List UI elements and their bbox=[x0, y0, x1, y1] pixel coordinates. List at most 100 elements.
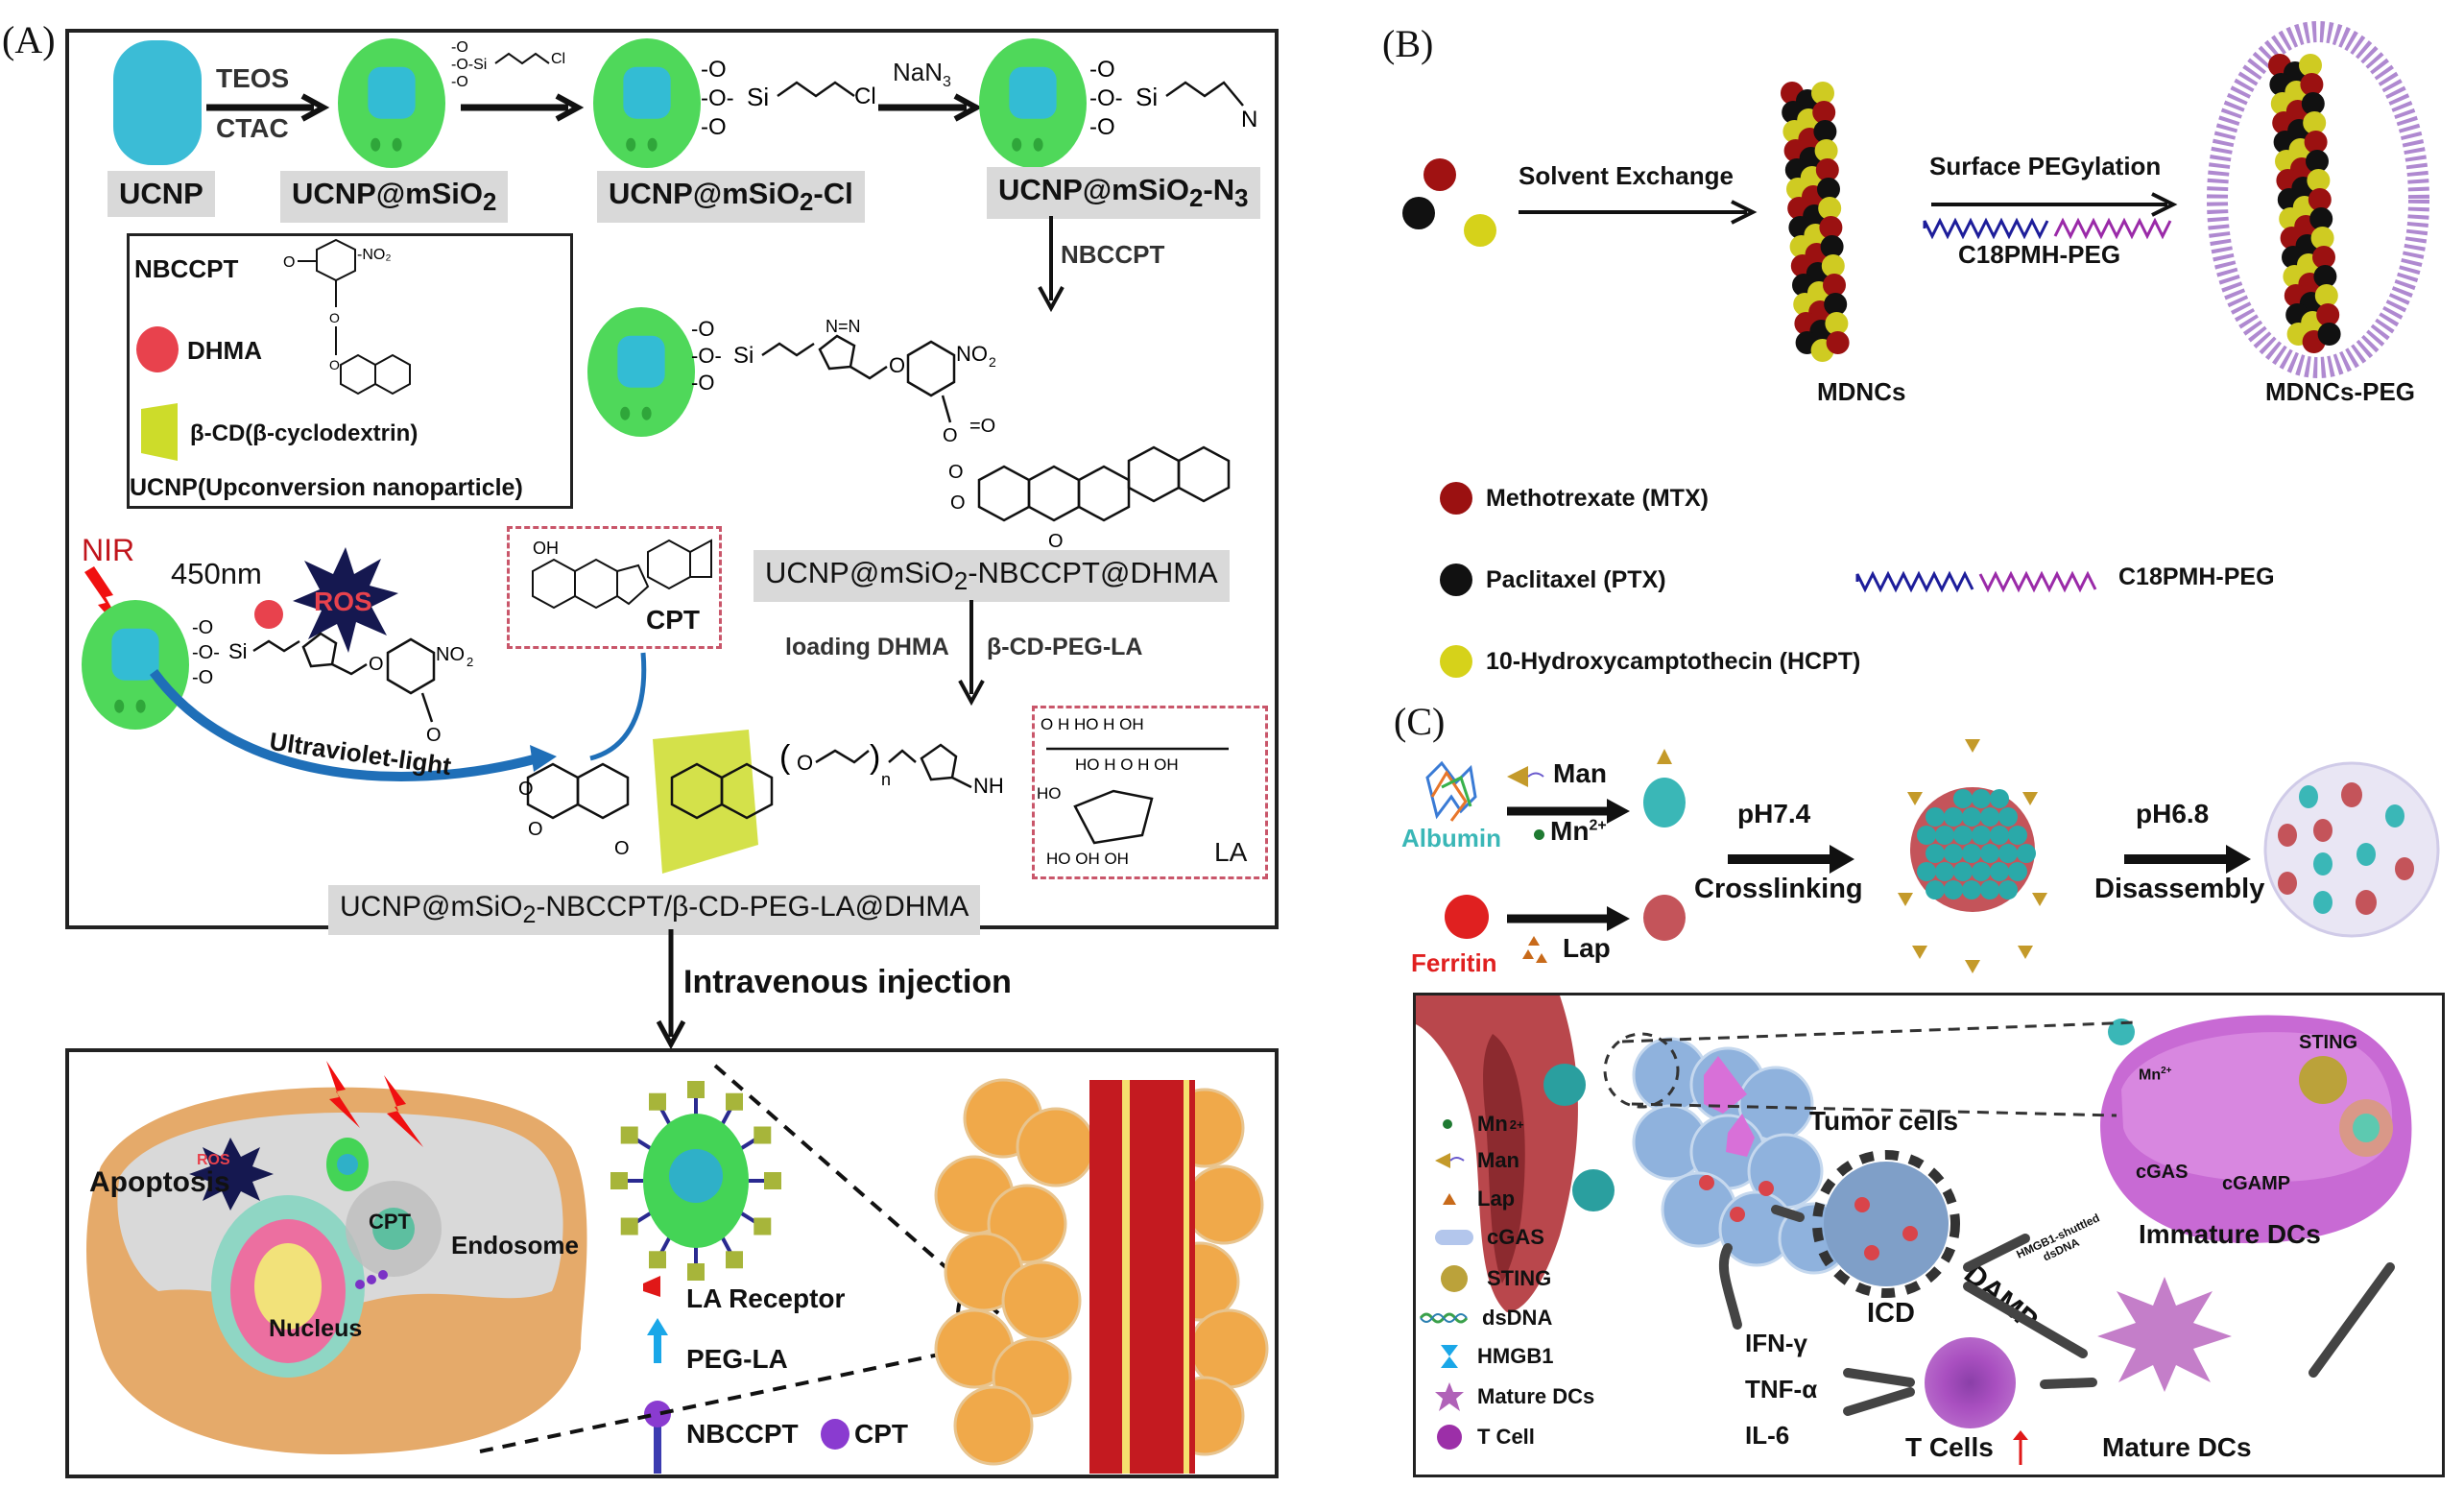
arrow-ferritin bbox=[1507, 906, 1630, 931]
mechanism-structure: -O -O- -O Si O NO 2 O bbox=[192, 617, 473, 746]
tumor-cluster bbox=[1632, 1037, 1851, 1275]
ucnp-msio2-cl-particle bbox=[593, 38, 701, 168]
t-cells-label: T Cells bbox=[1905, 1432, 1994, 1462]
ucnp-tag: UCNP bbox=[108, 171, 215, 217]
svg-text:Si: Si bbox=[747, 83, 769, 111]
lap-drug-icon bbox=[1522, 936, 1547, 963]
panel-a-legend-box bbox=[127, 233, 573, 509]
cell-illustration bbox=[86, 1061, 587, 1454]
ucnp-msio2-particle bbox=[338, 38, 445, 168]
nbccpt-legend-label: NBCCPT bbox=[686, 1419, 799, 1449]
svg-text:O: O bbox=[948, 462, 964, 483]
immature-dc-cell bbox=[2100, 1015, 2412, 1243]
legend-ucnp-label: UCNP(Upconversion nanoparticle) bbox=[130, 474, 523, 501]
cell-ros-label: ROS bbox=[197, 1152, 230, 1168]
svg-text:O: O bbox=[329, 357, 340, 372]
mn-scene-label: Mn2+ bbox=[2139, 1066, 2172, 1084]
arrow-step5 bbox=[958, 600, 985, 707]
silane-cl-structure: -O -O- -O Si Cl bbox=[701, 57, 876, 140]
la-structure-box bbox=[1032, 706, 1268, 879]
crosslinked-nanoparticle bbox=[1898, 739, 2047, 973]
c18pmh-peg-step-label: C18PMH-PEG bbox=[1958, 240, 2121, 269]
svg-text:-O: -O bbox=[701, 114, 727, 140]
svg-text:-O: -O bbox=[691, 317, 714, 341]
legend-hmgb1: HMGB1 bbox=[1435, 1344, 1553, 1369]
ucnp-nbccpt-particle bbox=[587, 307, 695, 437]
legend-dsdna: dsDNA bbox=[1419, 1306, 1552, 1331]
man-label: Man bbox=[1553, 758, 1607, 788]
svg-text:O: O bbox=[614, 838, 630, 859]
svg-text:NO: NO bbox=[436, 644, 465, 665]
injection-arrow bbox=[656, 929, 686, 1050]
endosome-label: Endosome bbox=[451, 1231, 579, 1259]
svg-text:-O: -O bbox=[1089, 57, 1115, 83]
svg-text:O: O bbox=[518, 779, 534, 800]
icd-cell bbox=[1812, 1150, 1960, 1298]
svg-text:-O: -O bbox=[451, 39, 468, 56]
product2-tag: UCNP@mSiO2-NBCCPT/β-CD-PEG-LA@DHMA bbox=[328, 885, 981, 935]
svg-text:NO: NO bbox=[956, 342, 988, 366]
cell-legend-icons bbox=[643, 1276, 671, 1474]
svg-text:HO: HO bbox=[1037, 784, 1062, 803]
arrow-step1 bbox=[206, 93, 330, 122]
svg-text:O: O bbox=[283, 254, 295, 271]
arrow-step2 bbox=[461, 93, 585, 122]
svg-text:-O-: -O- bbox=[1089, 85, 1123, 111]
blood-vessel bbox=[1416, 995, 1578, 1312]
svg-text:-O: -O bbox=[192, 617, 213, 638]
panel-c-label: (C) bbox=[1394, 700, 1446, 743]
chloropropyl-silane-structure: -O -O-Si -O Cl bbox=[451, 39, 565, 90]
svg-text:O: O bbox=[943, 425, 958, 446]
svg-text:2: 2 bbox=[466, 655, 473, 669]
svg-text:NH: NH bbox=[973, 774, 1004, 798]
product1-tag: UCNP@mSiO2-NBCCPT@DHMA bbox=[754, 550, 1230, 603]
uv-light-arrow bbox=[149, 669, 557, 781]
svg-text:Si: Si bbox=[1136, 83, 1158, 111]
cpt-release-arrow bbox=[589, 652, 647, 761]
ucnp-core bbox=[113, 40, 202, 165]
svg-text:ROS: ROS bbox=[314, 587, 372, 616]
loading-dhma-label: loading DHMA bbox=[785, 634, 949, 660]
wavelength-label: 450nm bbox=[171, 557, 262, 590]
svg-text:-O-: -O- bbox=[691, 344, 722, 368]
svg-text:-O: -O bbox=[1089, 114, 1115, 140]
cpt-structure: OH bbox=[532, 539, 712, 610]
arrow-pegylation bbox=[1931, 192, 2178, 217]
svg-text:-O-: -O- bbox=[192, 642, 220, 663]
arrow-albumin bbox=[1507, 799, 1630, 824]
legend-beta-cd-label: β-CD(β-cyclodextrin) bbox=[190, 420, 419, 446]
svg-text:): ) bbox=[870, 739, 880, 776]
mdncs-peg-particle bbox=[2207, 21, 2429, 378]
arrow-crosslinking bbox=[1728, 845, 1854, 874]
svg-text:(: ( bbox=[779, 739, 791, 776]
product2-structure: O O O ( O ) n NH bbox=[518, 730, 1004, 874]
svg-text:Si: Si bbox=[733, 343, 754, 369]
svg-text:-NO₂: -NO₂ bbox=[357, 247, 392, 263]
la-box-label: LA bbox=[1214, 837, 1248, 867]
svg-text:n: n bbox=[881, 770, 891, 789]
arrow-step4 bbox=[1038, 216, 1065, 313]
arrow-disassembly bbox=[2124, 845, 2251, 874]
man-ligand-icon bbox=[1507, 766, 1544, 787]
legend-hcpt: 10-Hydroxycamptothecin (HCPT) bbox=[1440, 645, 1860, 678]
svg-text:Si: Si bbox=[228, 639, 248, 663]
t-cells-increase-arrow bbox=[2013, 1430, 2028, 1465]
svg-text:-O: -O bbox=[691, 371, 714, 395]
nucleus-label: Nucleus bbox=[269, 1315, 363, 1342]
peg-la-label: PEG-LA bbox=[686, 1344, 788, 1374]
cpt-legend-icon bbox=[821, 1419, 849, 1450]
svg-text:=O: =O bbox=[969, 416, 995, 437]
albumin-label: Albumin bbox=[1401, 824, 1501, 852]
cytokine-il6-label: IL-6 bbox=[1745, 1421, 1790, 1450]
nan3-label: NaN3 bbox=[893, 58, 951, 91]
cl-atom: Cl bbox=[551, 51, 565, 67]
nir-label: NIR bbox=[82, 533, 135, 567]
cpt-structure-box bbox=[507, 526, 722, 649]
ucnp-msio2-n3-particle bbox=[979, 38, 1087, 168]
cgas-scene-label: cGAS bbox=[2136, 1162, 2189, 1183]
albumin-protein-icon bbox=[1425, 760, 1477, 822]
ferritin-label: Ferritin bbox=[1411, 948, 1497, 977]
dhma-released-icon bbox=[254, 600, 283, 629]
legend-mtx: Methotrexate (MTX) bbox=[1440, 482, 1709, 515]
